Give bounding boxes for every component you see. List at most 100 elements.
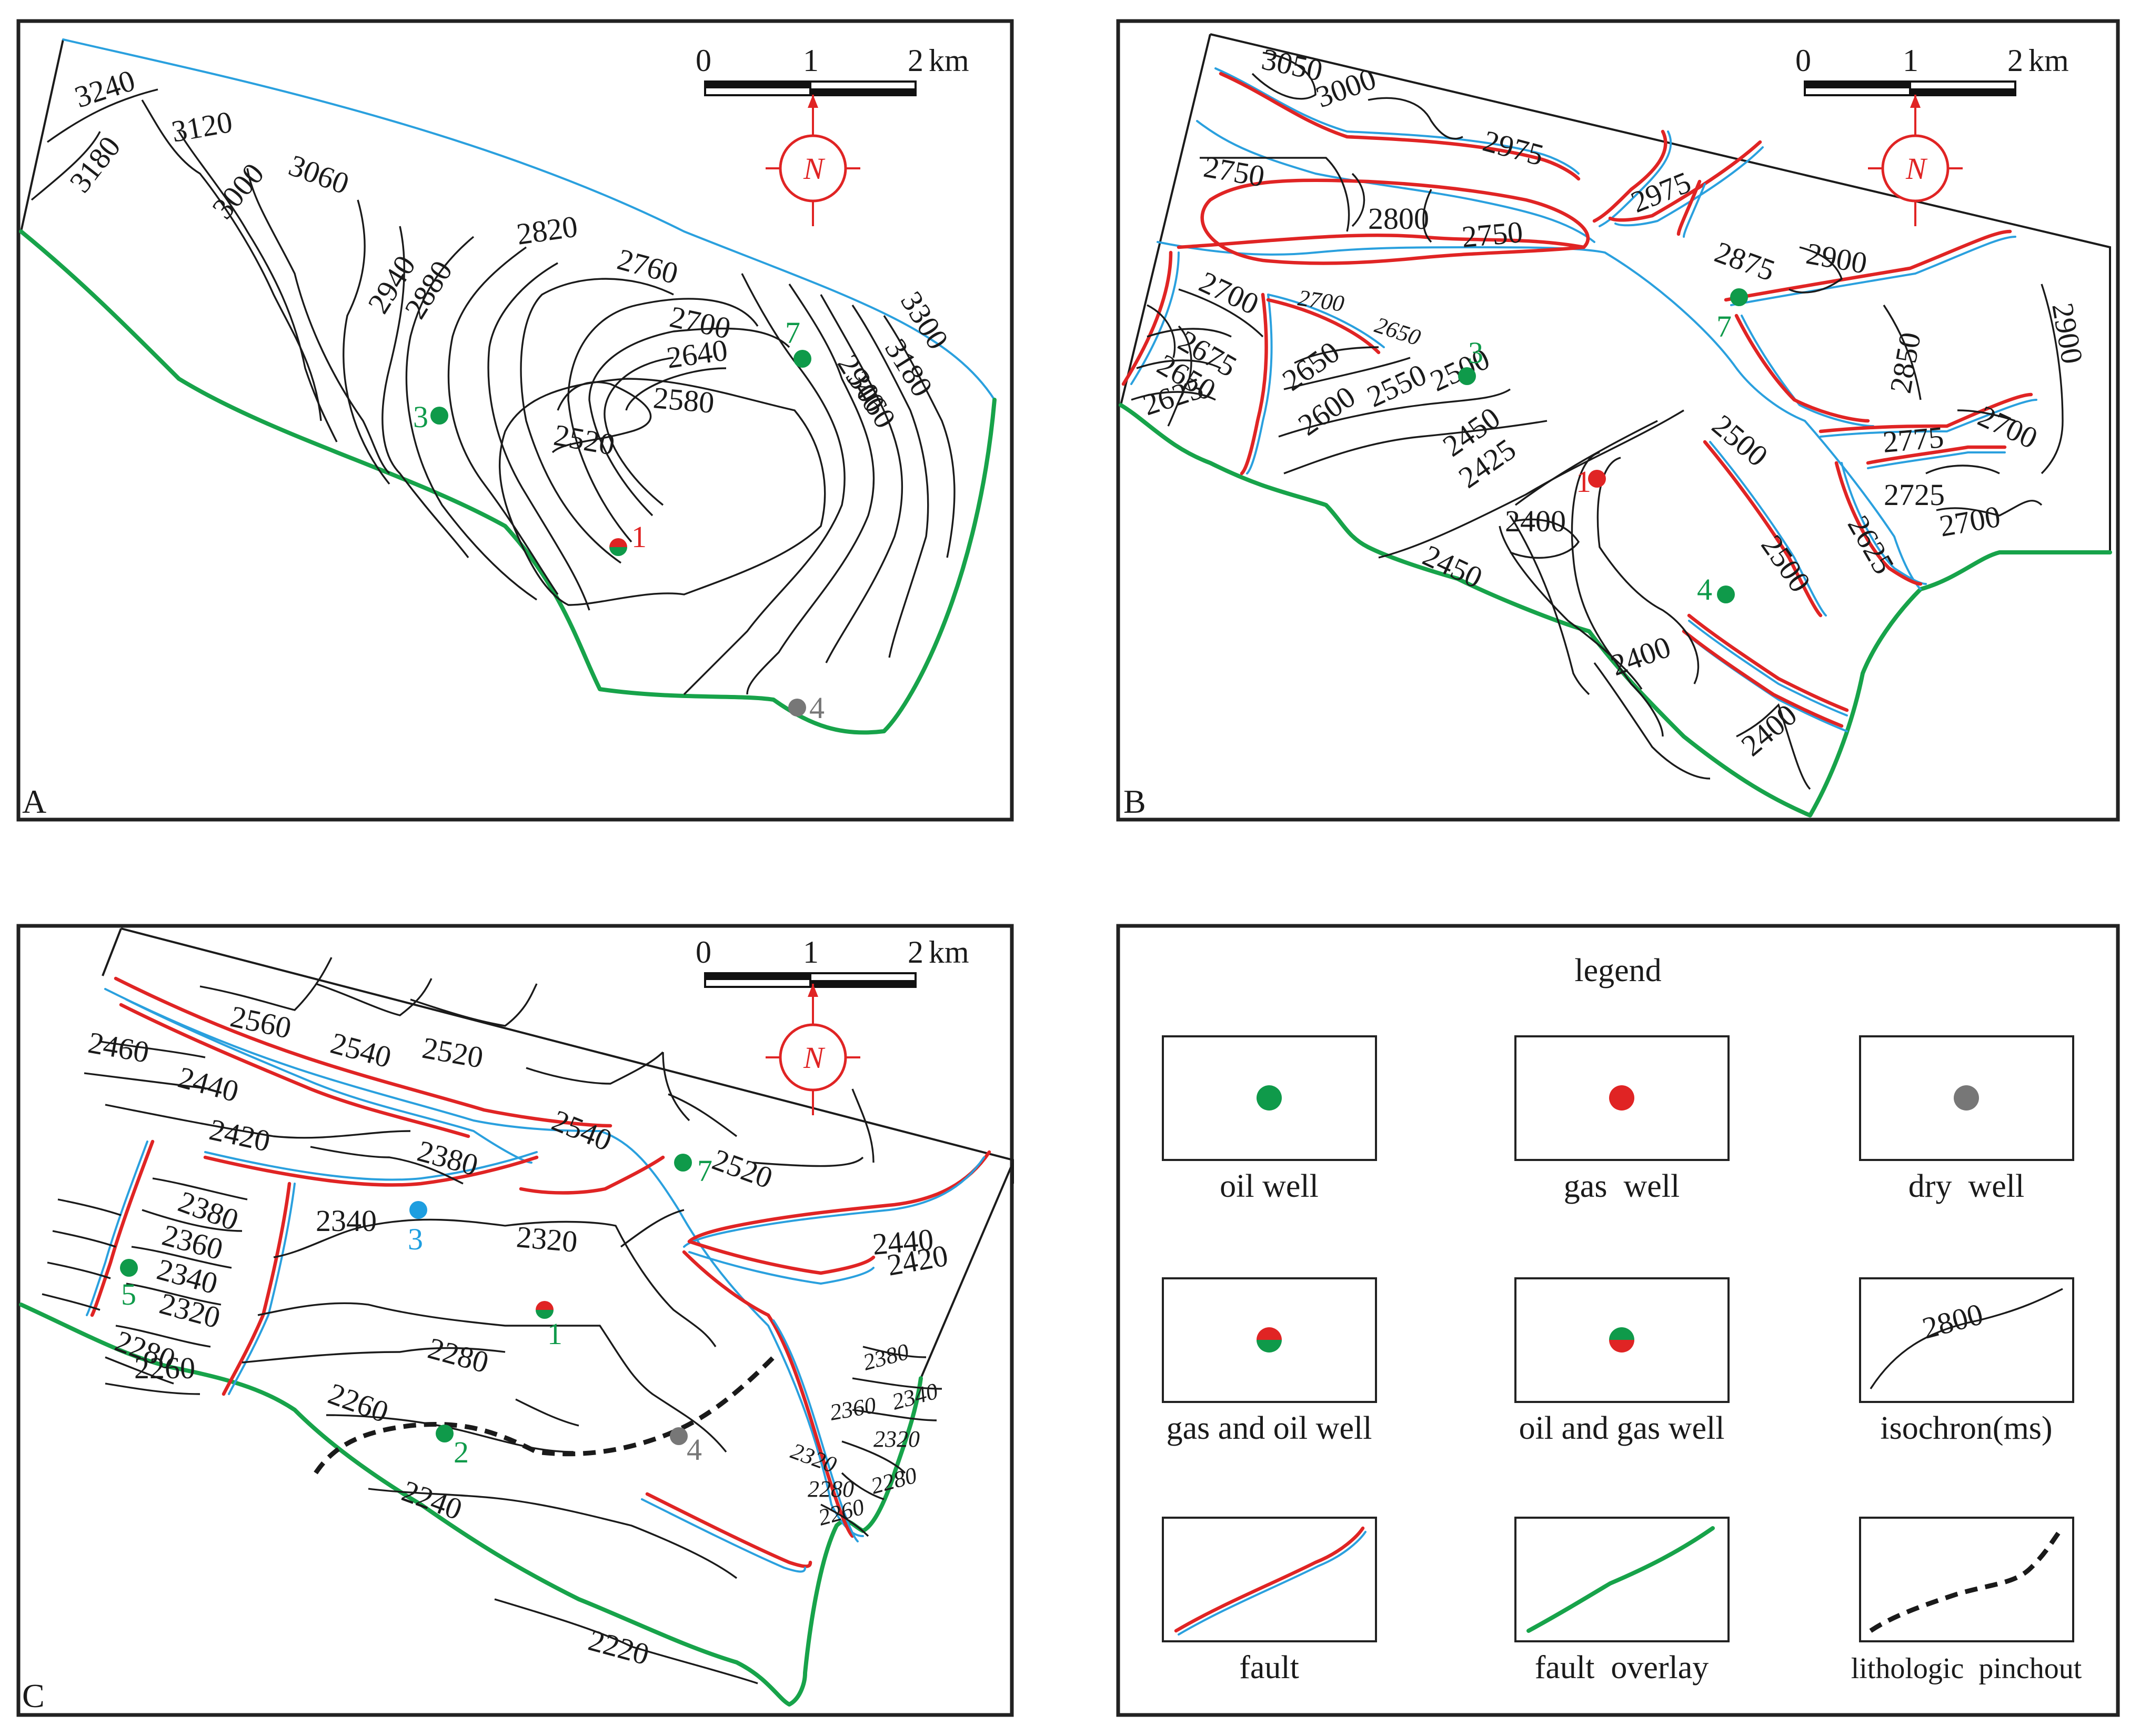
oil-well-marker[interactable]: 4 [1697, 572, 1735, 607]
contour-label: 2440 [871, 1222, 935, 1261]
fault-overlay-icon [1526, 1526, 1715, 1633]
scale-tick-2: 2 [908, 935, 923, 970]
legend-item-gas-and-oil-well: gas and oil well [1162, 1277, 1377, 1446]
scale-tick-2: 2 [2007, 43, 2023, 78]
dry-well-marker[interactable]: 4 [788, 691, 825, 725]
oil-well-marker[interactable]: 3 [1458, 336, 1483, 385]
panel-a: 3240 3180 3120 3060 3000 2940 2880 2820 … [16, 19, 1014, 822]
gas-well-icon [1609, 1085, 1634, 1111]
contour-label: 2560 [227, 999, 294, 1045]
gas-well-marker[interactable]: 1 [1576, 465, 1606, 499]
contour-label: 2280 [868, 1462, 920, 1499]
contour-label: 2900 [1804, 236, 1870, 280]
isochron-icon [1870, 1288, 2063, 1389]
panel-b-boundary [1120, 33, 2111, 552]
panel-c-boundary [102, 927, 1014, 1379]
contour-label: 3120 [169, 105, 235, 149]
contour-label: 2260 [324, 1376, 393, 1429]
panel-b: 3050 3000 2975 2975 2750 2800 2750 2875 … [1116, 19, 2120, 822]
well-label: 3 [1468, 336, 1483, 370]
panel-c-wells: 3 7 5 1 2 4 [120, 1154, 712, 1469]
contour-label: 2280 [808, 1476, 854, 1502]
contour-label: 2775 [1881, 420, 1945, 459]
contour-label: 2760 [614, 242, 682, 291]
well-label: 1 [631, 520, 647, 554]
north-letter: N [1905, 152, 1928, 186]
contour-label: 2500 [1425, 341, 1495, 398]
oil-well-marker[interactable]: 7 [785, 316, 811, 368]
contour-label: 2240 [398, 1473, 467, 1527]
legend-title: legend [1574, 953, 1661, 988]
gas-and-oil-well-icon [1257, 1327, 1282, 1353]
contour-label: 2380 [860, 1339, 912, 1376]
contour-label: 2750 [1460, 215, 1524, 254]
legend-item-gas-well: gas well [1514, 1035, 1730, 1204]
scale-tick-0: 0 [696, 43, 711, 78]
contour-label: 2380 [414, 1134, 482, 1183]
panel-b-wells: 3 7 1 4 [1458, 288, 1748, 607]
contour-label: 2340 [889, 1378, 941, 1415]
panel-b-contour-labels: 3050 3000 2975 2975 2750 2800 2750 2875 … [1139, 42, 2089, 763]
legend-label: isochron(ms) [1880, 1410, 2052, 1446]
well-label: 3 [413, 400, 428, 434]
contour-label: 2520 [551, 418, 618, 462]
contour-label: 2360 [828, 1392, 878, 1426]
panel-a-frame [16, 19, 1014, 822]
well-label: 4 [809, 691, 825, 725]
north-arrow-icon: N [1868, 95, 1963, 226]
scale-tick-1: 1 [803, 935, 819, 970]
panel-b-isochrons [1131, 52, 2064, 790]
contour-label: 2640 [665, 332, 730, 375]
well-label: 1 [547, 1317, 562, 1351]
oil-well-marker[interactable]: 5 [120, 1259, 138, 1311]
panel-a-border [20, 39, 64, 232]
contour-label: 2750 [1201, 149, 1268, 194]
well-label: 5 [121, 1277, 136, 1311]
well-label: 7 [785, 316, 800, 350]
well-label: 7 [697, 1154, 712, 1188]
contour-label: 2320 [788, 1438, 840, 1478]
legend-item-lithologic-pinchout: lithologic pinchout [1851, 1517, 2082, 1685]
scale-tick-1: 1 [803, 43, 819, 78]
panel-c-frame [16, 924, 1014, 1717]
contour-label: 2700 [1194, 265, 1264, 321]
contour-label: 3000 [205, 157, 270, 226]
panel-a-fault-overlay [19, 229, 997, 735]
legend-label: lithologic pinchout [1851, 1652, 2082, 1685]
contour-label: 2520 [708, 1142, 777, 1195]
legend-label: fault [1239, 1650, 1299, 1685]
panel-label: B [1123, 783, 1146, 820]
panel-a-upper-boundary [62, 38, 996, 401]
oil-well-marker[interactable]: 7 [1716, 288, 1748, 344]
contour-label: 2520 [420, 1031, 486, 1075]
panel-label: A [22, 783, 46, 820]
legend-label: oil and gas well [1519, 1410, 1725, 1446]
gas-and-oil-well-marker[interactable]: 1 [609, 520, 647, 556]
scale-unit: km [929, 43, 969, 78]
oil-well-marker[interactable]: 3 [413, 400, 448, 434]
panel-a-wells: 3 7 1 4 [413, 316, 825, 725]
scale-bar: 0 1 2 km [1795, 43, 2069, 96]
contour-label: 2725 [1884, 478, 1945, 512]
scale-tick-0: 0 [696, 935, 711, 970]
oil-well-marker[interactable]: 7 [674, 1154, 712, 1188]
north-arrow-icon: N [766, 95, 860, 226]
fault-icon [1174, 1526, 1367, 1636]
oil-and-gas-well-icon [1609, 1327, 1634, 1353]
legend-label: dry well [1908, 1168, 2024, 1204]
water-well-marker[interactable]: 3 [408, 1201, 427, 1256]
dry-well-marker[interactable]: 4 [670, 1427, 702, 1467]
well-label: 1 [1576, 465, 1591, 499]
oil-well-icon [1257, 1085, 1282, 1111]
panel-c-faults [86, 976, 991, 1573]
well-label: 3 [408, 1222, 423, 1256]
oil-well-marker[interactable]: 2 [436, 1425, 469, 1469]
panel-b-frame [1116, 19, 2120, 822]
contour-label: 2800 [1368, 201, 1429, 236]
scale-tick-1: 1 [1903, 43, 1918, 78]
scale-unit: km [2028, 43, 2069, 78]
contour-label: 2580 [652, 380, 716, 420]
gas-and-oil-well-marker[interactable]: 1 [536, 1301, 562, 1351]
legend-item-fault: fault [1162, 1517, 1377, 1685]
